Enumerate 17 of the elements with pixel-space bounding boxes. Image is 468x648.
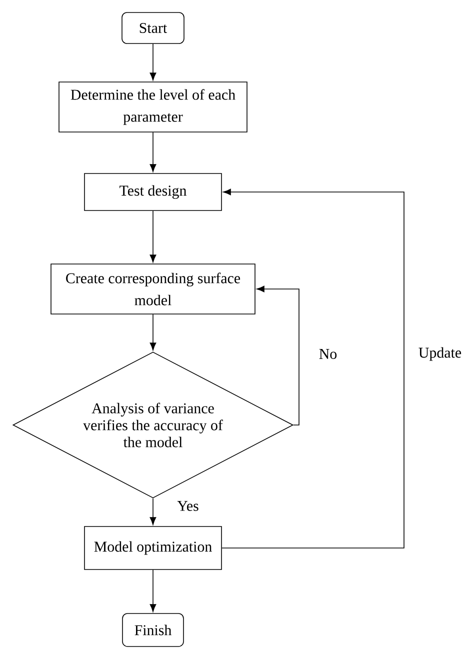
arrow [150, 314, 156, 350]
terminal-box: Finish [122, 613, 184, 647]
process-box: Determine the level of each parameter [58, 82, 248, 132]
arrow [150, 570, 156, 612]
arrow [150, 498, 156, 525]
terminal-box: Start [122, 12, 184, 44]
arrow [150, 132, 156, 172]
arrow [256, 286, 300, 426]
arrow [150, 44, 156, 80]
edge-label: Update [418, 347, 462, 361]
process-box: Create corresponding surface model [50, 264, 256, 314]
process-box: Model optimization [84, 526, 222, 570]
arrow [150, 210, 156, 262]
edge-label: No [319, 349, 337, 359]
edge-label: Yes [177, 501, 198, 511]
arrow [222, 188, 404, 548]
process-box: Test design [84, 173, 222, 211]
